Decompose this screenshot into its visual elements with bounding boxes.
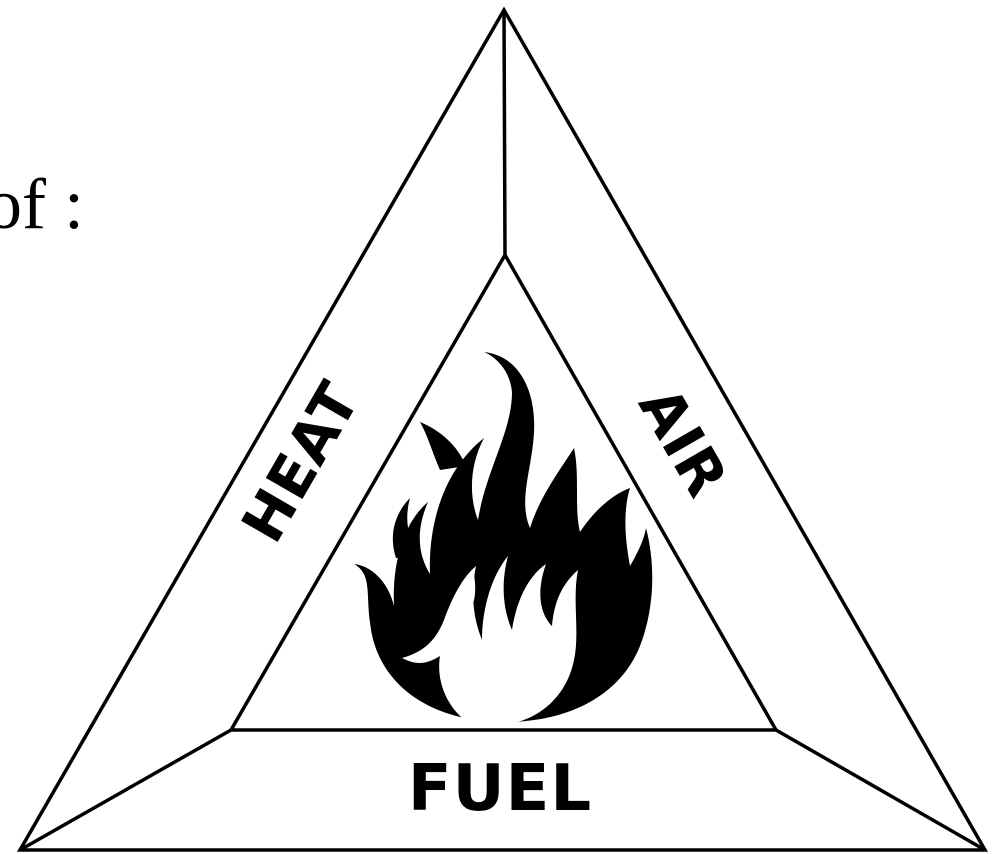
left-connector-line: [20, 730, 231, 850]
top-connector-line: [504, 10, 505, 255]
fuel-label: FUEL: [408, 752, 592, 826]
heat-label: HEAT: [228, 370, 373, 553]
right-connector-line: [776, 730, 985, 850]
flame-icon: [354, 352, 652, 724]
